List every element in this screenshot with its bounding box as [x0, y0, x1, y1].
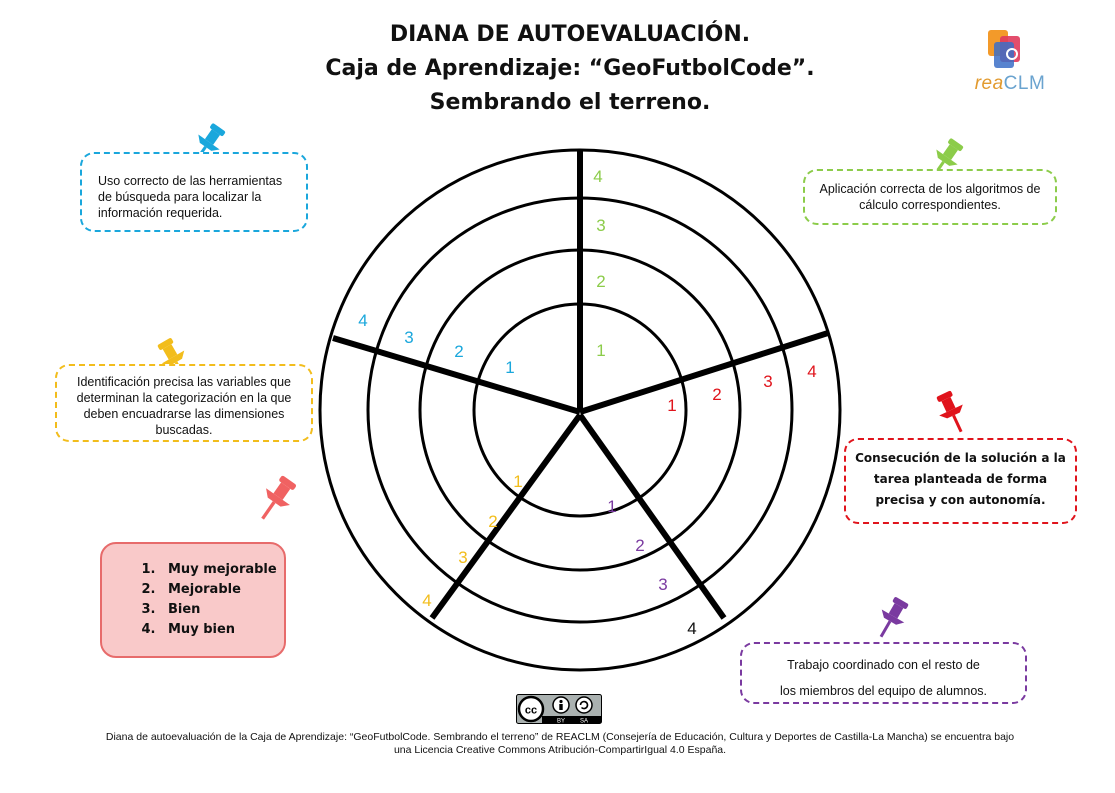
- red-score-2: 2: [712, 385, 721, 404]
- reaclm-logo: reaCLM: [960, 28, 1060, 100]
- footer-line-2: una Licencia Creative Commons Atribución…: [393, 744, 727, 756]
- criterion-box-green: Aplicación correcta de los algoritmos de…: [803, 169, 1057, 225]
- pushpin-icon-red: [936, 390, 963, 433]
- logo-rea: rea: [974, 73, 1004, 94]
- title-line-3: Sembrando el terreno.: [429, 90, 711, 115]
- criterion-text-purple-line-2: los miembros del equipo de alumnos.: [779, 684, 988, 698]
- legend-item-1: Muy mejorable: [160, 560, 284, 580]
- criterion-box-red: Consecución de la solución a la tarea pl…: [844, 438, 1077, 524]
- green-score-3: 3: [596, 216, 605, 235]
- criterion-box-blue: Uso correcto de las herramientas de búsq…: [80, 152, 308, 232]
- blue-score-4: 4: [358, 311, 367, 330]
- yellow-score-3: 3: [458, 548, 467, 567]
- red-score-4: 4: [807, 362, 816, 381]
- legend-item-4: Muy bien: [160, 620, 284, 640]
- purple-score-4: 4: [687, 619, 696, 638]
- criterion-text-blue: Uso correcto de las herramientas de búsq…: [98, 174, 283, 220]
- yellow-score-1: 1: [513, 472, 522, 491]
- page-title: DIANA DE AUTOEVALUACIÓN. Caja de Aprendi…: [240, 18, 900, 120]
- divider-right: [579, 330, 829, 415]
- legend-item-2: Mejorable: [160, 580, 284, 600]
- green-score-2: 2: [596, 272, 605, 291]
- purple-score-1: 1: [607, 497, 616, 516]
- green-score-1: 1: [596, 341, 605, 360]
- criterion-text-green: Aplicación correcta de los algoritmos de…: [819, 182, 1041, 212]
- purple-score-3: 3: [658, 575, 667, 594]
- title-line-2: Caja de Aprendizaje: “GeoFutbolCode”.: [325, 56, 815, 81]
- criterion-text-purple-line-1: Trabajo coordinado con el resto de: [787, 658, 980, 672]
- criterion-text-red: Consecución de la solución a la tarea pl…: [855, 451, 1066, 507]
- pushpin-icon-purple: [879, 597, 909, 638]
- yellow-score-2: 2: [488, 512, 497, 531]
- green-score-4: 4: [593, 167, 602, 186]
- reaclm-logo-icon: [988, 30, 1020, 68]
- divider-bottom-right: [577, 413, 727, 620]
- title-line-1: DIANA DE AUTOEVALUACIÓN.: [389, 22, 751, 47]
- cc-label: cc: [525, 705, 537, 717]
- footer-line-1: Diana de autoevaluación de la Caja de Ap…: [105, 731, 1015, 743]
- score-legend: Muy mejorable Mejorable Bien Muy bien: [100, 542, 286, 658]
- criterion-box-yellow: Identificación precisa las variables que…: [55, 364, 313, 442]
- cc-sa-label: SA: [580, 719, 588, 725]
- creative-commons-icon: cc BY SA: [516, 694, 602, 724]
- blue-score-1: 1: [505, 358, 514, 377]
- blue-score-2: 2: [454, 342, 463, 361]
- red-score-3: 3: [763, 372, 772, 391]
- divider-left: [332, 335, 581, 415]
- red-score-1: 1: [667, 396, 676, 415]
- legend-item-3: Bien: [160, 600, 284, 620]
- yellow-score-4: 4: [422, 591, 431, 610]
- criterion-text-yellow: Identificación precisa las variables que…: [76, 375, 292, 437]
- license-footer: Diana de autoevaluación de la Caja de Ap…: [60, 731, 1060, 757]
- logo-wordmark: reaCLM: [960, 73, 1060, 95]
- blue-score-3: 3: [404, 328, 413, 347]
- cc-by-label: BY: [557, 719, 565, 725]
- pushpin-icon-legend: [261, 475, 297, 520]
- divider-bottom-left: [429, 413, 583, 620]
- criterion-box-purple: Trabajo coordinado con el resto de los m…: [740, 642, 1027, 704]
- logo-clm: CLM: [1003, 73, 1046, 94]
- purple-score-2: 2: [635, 536, 644, 555]
